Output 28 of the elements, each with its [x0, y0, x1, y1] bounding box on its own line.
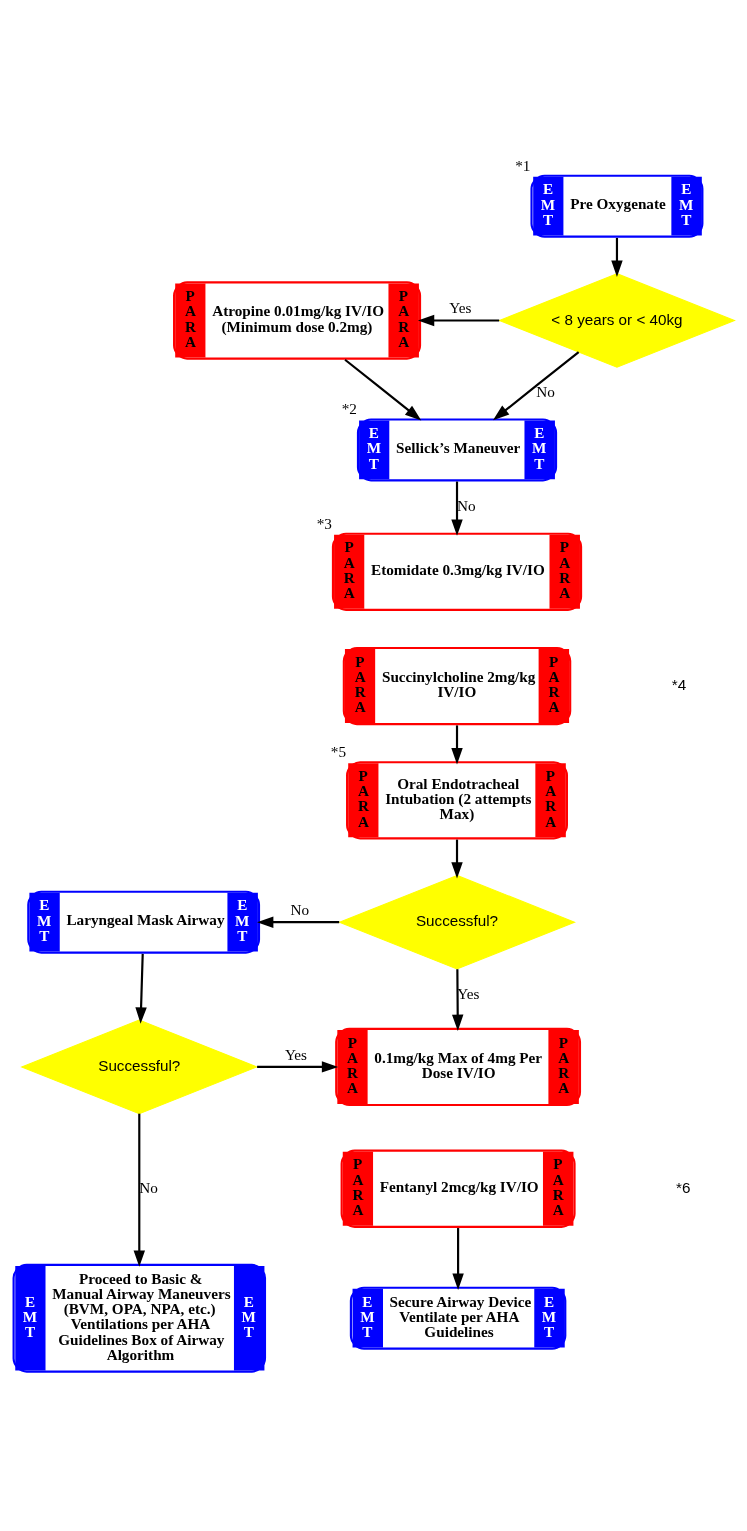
arrow	[452, 1228, 464, 1290]
label: *6	[676, 1178, 691, 1196]
node-label: *1	[515, 156, 531, 174]
node-diamond: < 8 years or < 40kg	[497, 273, 736, 368]
arrow	[492, 351, 580, 421]
node-diamond: Successful?	[20, 1019, 259, 1115]
arrow	[417, 314, 500, 327]
edge-label: Yes	[284, 1045, 308, 1063]
edge-label: No	[536, 382, 555, 400]
edge-label: No	[456, 497, 476, 515]
arrow	[135, 953, 147, 1024]
edge-label: Yes	[449, 299, 472, 317]
arrow	[611, 237, 623, 277]
label: *4	[671, 676, 687, 694]
arrow	[257, 1061, 339, 1073]
arrow	[452, 969, 464, 1031]
edge-label: No	[139, 1178, 158, 1196]
arrow	[257, 916, 340, 928]
arrow	[344, 358, 422, 421]
node-diamond: Successful?	[338, 874, 576, 970]
node-label: *5	[330, 743, 347, 761]
arrow	[451, 839, 463, 879]
node-label: *3	[316, 514, 332, 532]
arrow	[451, 481, 463, 536]
node-label: *2	[341, 400, 357, 418]
arrow	[133, 1113, 145, 1267]
edge-label: No	[290, 900, 310, 918]
arrow	[451, 725, 463, 765]
